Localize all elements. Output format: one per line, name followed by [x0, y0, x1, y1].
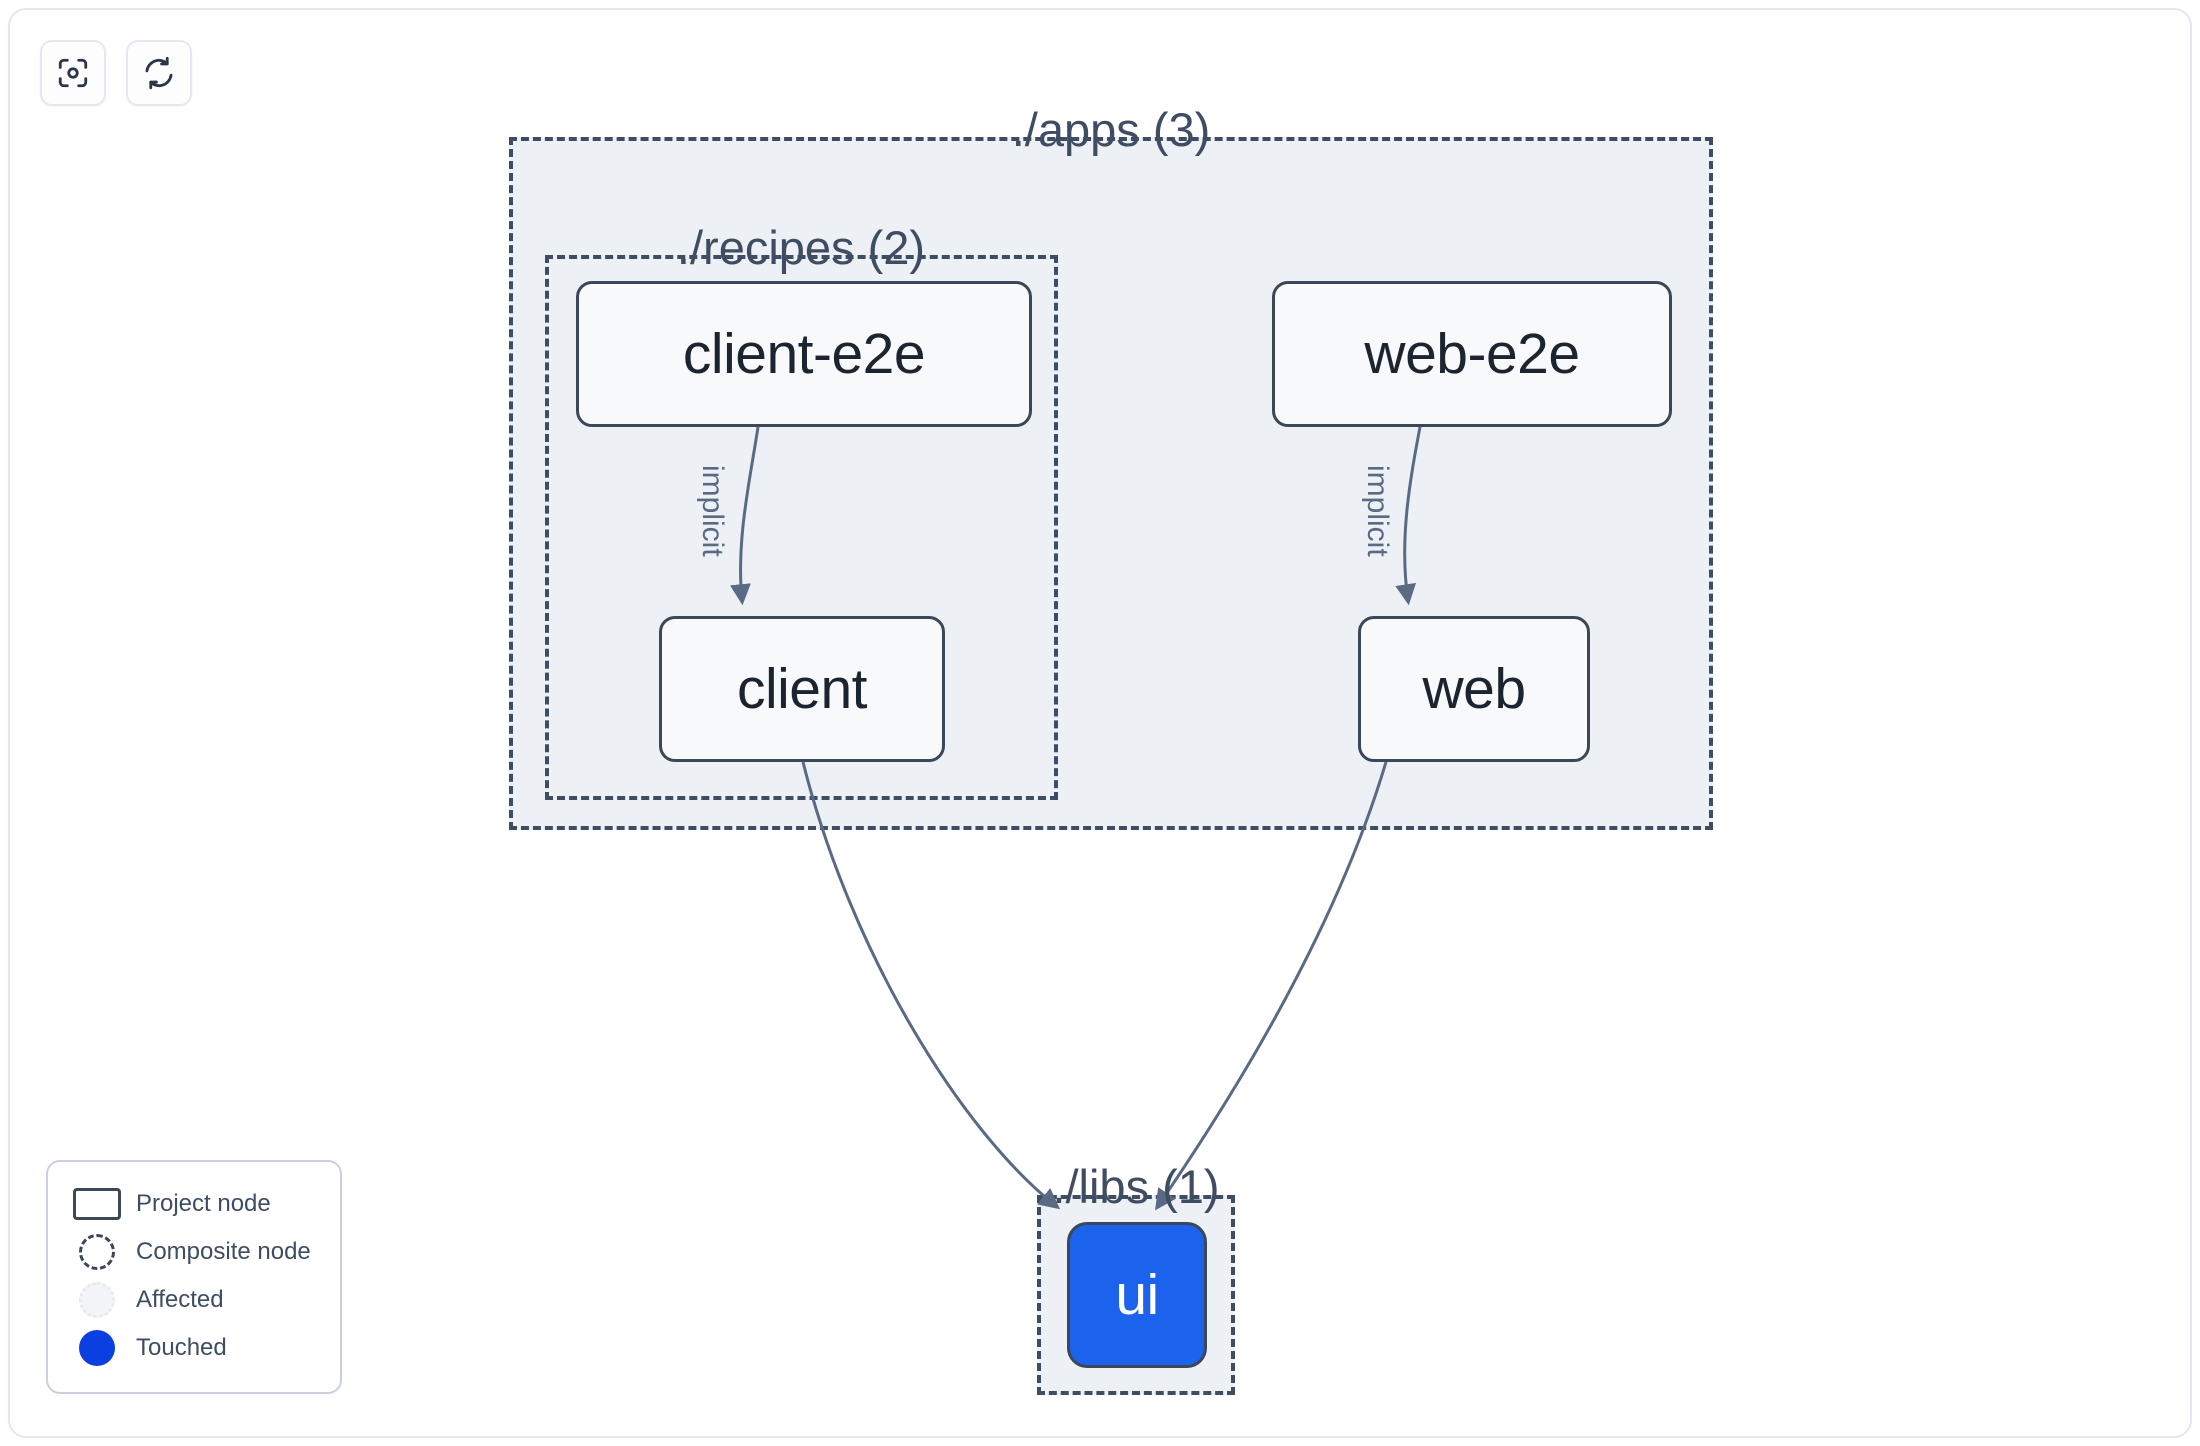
graph-canvas-panel[interactable]: ./apps (3) ./recipes (2) ./libs (1) impl…	[8, 8, 2192, 1438]
legend-item-affected: Affected	[70, 1276, 320, 1324]
graph-legend: Project node Composite node Affected Tou…	[46, 1160, 342, 1394]
project-node-web-e2e[interactable]: web-e2e	[1272, 281, 1672, 427]
composite-node-swatch-icon	[70, 1234, 124, 1270]
project-node-label: client-e2e	[682, 321, 926, 386]
edge-label-client-implicit: implicit	[696, 465, 729, 557]
legend-item-touched: Touched	[70, 1324, 320, 1372]
focus-graph-button[interactable]	[40, 40, 106, 106]
composite-label-libs: ./libs (1)	[1052, 1160, 1220, 1213]
project-node-web[interactable]: web	[1358, 616, 1590, 762]
touched-swatch-icon	[70, 1330, 124, 1366]
graph-toolbar	[40, 40, 192, 106]
composite-label-apps: ./apps (3)	[1011, 103, 1211, 156]
focus-target-icon	[56, 56, 90, 90]
project-node-label: ui	[1115, 1262, 1159, 1327]
project-node-label: client	[736, 656, 868, 721]
edge-label-web-implicit: implicit	[1361, 465, 1394, 557]
legend-item-composite-node: Composite node	[70, 1228, 320, 1276]
legend-label: Project node	[136, 1190, 271, 1217]
project-node-ui[interactable]: ui	[1067, 1222, 1207, 1368]
legend-label: Touched	[136, 1334, 227, 1361]
legend-label: Composite node	[136, 1238, 311, 1265]
legend-label: Affected	[136, 1286, 224, 1313]
affected-swatch-icon	[70, 1282, 124, 1318]
project-node-swatch-icon	[70, 1188, 124, 1220]
project-node-label: web	[1422, 656, 1526, 721]
graph-layer: ./apps (3) ./recipes (2) ./libs (1) impl…	[10, 10, 2190, 1436]
project-node-label: web-e2e	[1364, 321, 1580, 386]
composite-label-recipes: ./recipes (2)	[676, 221, 926, 274]
project-node-client[interactable]: client	[659, 616, 945, 762]
project-node-client-e2e[interactable]: client-e2e	[576, 281, 1032, 427]
refresh-graph-button[interactable]	[126, 40, 192, 106]
legend-item-project-node: Project node	[70, 1180, 320, 1228]
refresh-sync-icon	[142, 56, 176, 90]
